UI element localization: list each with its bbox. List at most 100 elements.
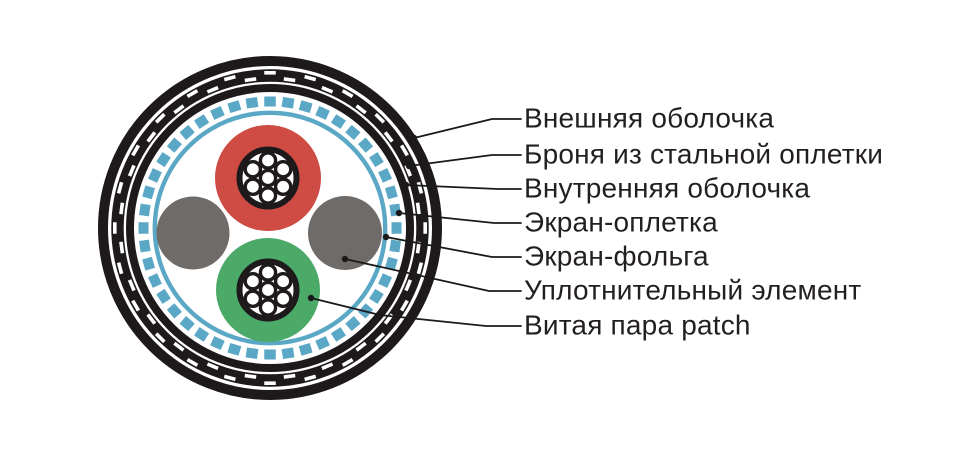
screen-braid-square: [142, 185, 156, 200]
armor-braid-dash: [264, 381, 276, 386]
screen-braid-square: [227, 342, 242, 356]
leader-lines: [307, 118, 522, 327]
screen-braid-square: [281, 97, 295, 109]
screen-braid-square: [147, 273, 162, 288]
armor-braid-dash: [131, 144, 141, 157]
armor-braid-dash: [119, 202, 125, 215]
wire-circle: [258, 151, 278, 170]
armor-braid-dash: [283, 77, 296, 83]
screen-braid-square: [179, 124, 195, 140]
filler-element-circle: [156, 196, 230, 270]
armor-braid-dash: [264, 71, 276, 75]
leader-dot: [307, 294, 315, 302]
screen-braid-square: [210, 336, 225, 351]
screen-braid-square: [384, 256, 398, 271]
screen-braid-square: [147, 168, 162, 183]
armor-braid-dash: [116, 262, 124, 275]
screen-braid-square: [179, 316, 195, 332]
leader-dot: [382, 233, 390, 241]
screen-braid-square: [378, 273, 393, 288]
screen-braid-square: [330, 327, 346, 342]
screen-braid-square: [194, 327, 210, 342]
wire-circle: [258, 186, 278, 205]
screen-braid-square: [298, 100, 313, 114]
armor-braid-dash: [321, 362, 334, 371]
screen-braid-square: [138, 222, 149, 234]
wire-circle: [243, 289, 263, 309]
screen-braid-square: [264, 96, 276, 107]
wire-circle: [258, 298, 278, 317]
armor-braid-dash: [341, 89, 354, 99]
screen-braid-square: [358, 137, 374, 153]
cable-core-elements: [156, 125, 382, 342]
screen-braid-square: [245, 347, 259, 359]
label-inner-sheath: Внутренняя оболочка: [524, 172, 811, 204]
screen-braid-square: [156, 288, 171, 304]
wire-circle: [243, 271, 263, 291]
screen-braid-square: [378, 168, 393, 183]
armor-braid-dash: [146, 313, 157, 325]
armor-braid-dash: [146, 131, 157, 143]
screen-braid-square: [281, 347, 295, 359]
screen-braid-square: [389, 239, 401, 253]
armor-braid-dash: [206, 362, 219, 371]
wire-circle: [258, 168, 278, 188]
armor-braid-dash: [223, 74, 236, 82]
cable-layers: [98, 56, 442, 400]
wire-circle: [243, 159, 263, 179]
leader-line: [398, 212, 522, 224]
leader-dot: [395, 209, 403, 217]
screen-braid-square: [194, 114, 210, 129]
screen-braid-square: [298, 342, 313, 356]
leader-line: [310, 297, 522, 327]
label-outer-sheath: Внешняя оболочка: [524, 102, 775, 134]
leader-line: [408, 154, 522, 167]
screen-braid-square: [315, 336, 330, 351]
steel-braid-armor-ring: [111, 69, 429, 387]
armor-braid-dash: [416, 262, 424, 275]
armor-braid-dash: [404, 164, 413, 177]
screen-braid-square: [369, 288, 384, 304]
armor-braid-dash: [154, 112, 166, 124]
armor-braid-dash: [113, 222, 117, 234]
armor-braid-dash: [173, 104, 185, 115]
armor-braid-dash: [116, 181, 124, 194]
armor-braid-dash: [355, 341, 367, 352]
armor-braid-dash: [415, 202, 421, 215]
armor-braid-dash: [127, 279, 136, 292]
screen-braid-square: [384, 185, 398, 200]
label-filler-element: Уплотнительный элемент: [524, 274, 862, 306]
screen-braid-square: [315, 105, 330, 120]
wire-circle: [273, 159, 293, 179]
wire-circle: [273, 177, 293, 197]
inner-sheath-ring: [126, 84, 414, 372]
label-twisted-pair: Витая пара patch: [524, 309, 751, 341]
filler-element-circle: [308, 196, 382, 270]
label-steel-braid-armor: Броня из стальной оплетки: [524, 138, 884, 170]
armor-braid-dash: [415, 241, 421, 254]
armor-braid-dash: [206, 85, 219, 94]
screen-braid-square: [264, 349, 276, 360]
armor-braid-dash: [283, 373, 296, 379]
screen-braid-square: [166, 137, 182, 153]
armor-braid-dash: [244, 77, 257, 83]
armor-braid-dash: [399, 144, 409, 157]
leader-line: [413, 118, 522, 139]
screen-braid-square: [139, 203, 151, 217]
leader-line: [385, 236, 522, 258]
armor-braid-dash: [119, 241, 125, 254]
outer-sheath-ring: [98, 56, 442, 400]
leader-dot: [341, 255, 349, 263]
armor-braid-dash: [223, 374, 236, 382]
leader-line: [344, 258, 522, 292]
wire-circle: [243, 177, 263, 197]
screen-braid-square: [245, 97, 259, 109]
armor-braid-dash: [186, 89, 199, 99]
armor-braid-dash: [186, 357, 199, 367]
armor-braid-dash: [131, 299, 141, 312]
leader-dot: [402, 181, 410, 189]
screen-braid-square: [139, 239, 151, 253]
armor-braid-dash: [173, 341, 185, 352]
